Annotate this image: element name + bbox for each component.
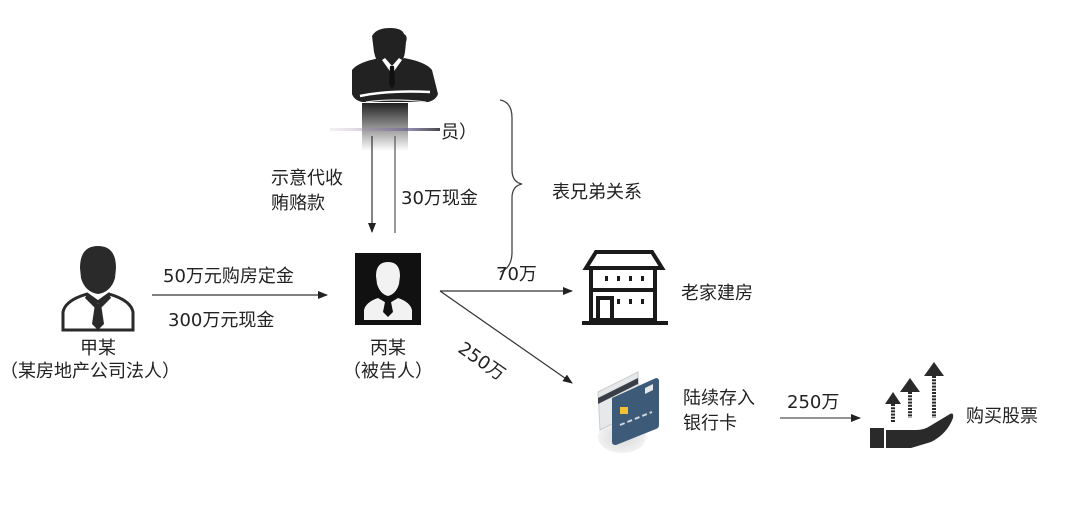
edge-label-signal-collect-line2: 贿赂款 xyxy=(271,193,325,214)
defendant-avatar-icon xyxy=(355,253,421,325)
official-arms-crossed-icon xyxy=(330,28,440,151)
node-jia-name: 甲某 xyxy=(80,338,116,359)
node-bing-name: 丙某 xyxy=(370,338,406,359)
relationship-brace xyxy=(499,99,523,273)
node-card-label-line2: 银行卡 xyxy=(683,413,737,434)
official-label-partial: 员） xyxy=(441,122,477,143)
edge-label-70w: 70万 xyxy=(496,264,537,285)
stock-growth-hand-icon xyxy=(870,362,954,448)
edge-bing-to-card xyxy=(439,290,573,384)
node-card-label-line1: 陆续存入 xyxy=(683,388,755,409)
node-jia-role: （某房地产公司法人） xyxy=(0,361,180,382)
edge-label-300w-cash: 300万元现金 xyxy=(168,310,275,331)
node-house-label: 老家建房 xyxy=(681,283,753,304)
node-stocks-label: 购买股票 xyxy=(966,406,1038,427)
edge-label-50w-deposit: 50万元购房定金 xyxy=(163,266,294,287)
node-bing-role: （被告人） xyxy=(343,361,433,382)
businessman-icon xyxy=(61,246,135,332)
house-icon xyxy=(582,250,668,325)
relationship-label: 表兄弟关系 xyxy=(552,182,642,203)
edge-label-250w-to-stocks: 250万 xyxy=(787,392,840,413)
bank-card-icon xyxy=(597,371,659,453)
edge-label-signal-collect-line1: 示意代收 xyxy=(271,168,343,189)
edge-label-30w-cash: 30万现金 xyxy=(401,188,478,209)
